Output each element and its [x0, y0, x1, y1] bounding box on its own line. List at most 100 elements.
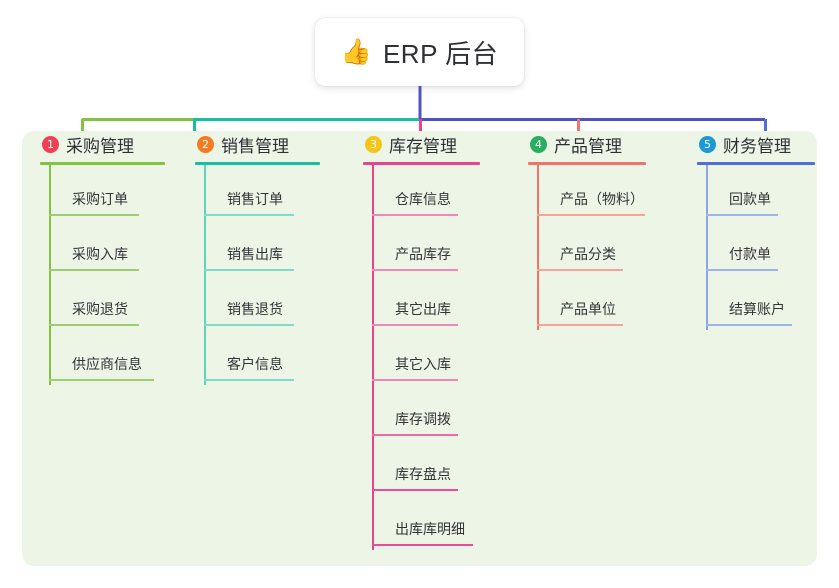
branch-header-1[interactable]: 1 采购管理 — [40, 131, 165, 157]
item-label: 采购退货 — [72, 301, 128, 317]
branch-title-1: 采购管理 — [66, 136, 134, 156]
root-node[interactable]: 👍 ERP 后台 — [315, 18, 524, 86]
item-rule — [49, 269, 139, 271]
item-rule — [372, 214, 458, 216]
list-item[interactable]: 仓库信息 — [363, 165, 488, 220]
item-label: 库存调拨 — [395, 411, 451, 427]
branch-header-5[interactable]: 5 财务管理 — [697, 131, 822, 157]
item-rule — [537, 269, 623, 271]
list-item[interactable]: 付款单 — [697, 220, 822, 275]
branch-items-4: 产品（物料） 产品分类 产品单位 — [528, 165, 658, 330]
list-item[interactable]: 销售退货 — [195, 275, 320, 330]
item-rule — [706, 269, 778, 271]
branch-column-4: 4 产品管理 产品（物料） 产品分类 产品单位 — [528, 131, 658, 330]
list-item[interactable]: 其它出库 — [363, 275, 488, 330]
item-label: 销售退货 — [227, 301, 283, 317]
thumbs-up-icon: 👍 — [340, 37, 372, 66]
item-label: 销售订单 — [227, 191, 283, 207]
list-item[interactable]: 库存调拨 — [363, 385, 488, 440]
branch-rule-1 — [40, 162, 165, 165]
list-item[interactable]: 回款单 — [697, 165, 822, 220]
branch-column-2: 2 销售管理 销售订单 销售出库 销售退货 客户信息 — [195, 131, 320, 385]
list-item[interactable]: 销售出库 — [195, 220, 320, 275]
item-rule — [537, 214, 645, 216]
branch-column-3: 3 库存管理 仓库信息 产品库存 其它出库 其它入库 — [363, 131, 488, 550]
list-item[interactable]: 产品分类 — [528, 220, 658, 275]
item-label: 销售出库 — [227, 246, 283, 262]
item-rule — [372, 269, 458, 271]
item-label: 出库库明细 — [395, 521, 465, 537]
item-label: 仓库信息 — [395, 191, 451, 207]
list-item[interactable]: 出库库明细 — [363, 495, 488, 550]
item-rule — [372, 379, 458, 381]
item-rule — [204, 379, 294, 381]
item-label: 库存盘点 — [395, 466, 451, 482]
branch-items-5: 回款单 付款单 结算账户 — [697, 165, 822, 330]
item-label: 采购订单 — [72, 191, 128, 207]
item-rule — [537, 324, 623, 326]
list-item[interactable]: 库存盘点 — [363, 440, 488, 495]
item-label: 客户信息 — [227, 356, 283, 372]
branch-column-5: 5 财务管理 回款单 付款单 结算账户 — [697, 131, 822, 330]
branch-header-3[interactable]: 3 库存管理 — [363, 131, 488, 157]
item-rule — [706, 324, 792, 326]
branch-badge-3: 3 — [365, 135, 382, 153]
branches-panel: 1 采购管理 采购订单 采购入库 采购退货 供应商信 — [22, 131, 817, 566]
item-label: 结算账户 — [729, 301, 785, 317]
list-item[interactable]: 采购入库 — [40, 220, 165, 275]
item-label: 回款单 — [729, 191, 771, 207]
branch-items-1: 采购订单 采购入库 采购退货 供应商信息 — [40, 165, 165, 385]
branch-items-3: 仓库信息 产品库存 其它出库 其它入库 库存调拨 — [363, 165, 488, 550]
root-node-label: ERP 后台 — [382, 38, 499, 69]
branch-rule-2 — [195, 162, 320, 165]
branch-header-2[interactable]: 2 销售管理 — [195, 131, 320, 157]
item-rule — [49, 214, 139, 216]
branch-badge-2: 2 — [197, 135, 214, 153]
item-label: 产品单位 — [560, 301, 616, 317]
branch-badge-1: 1 — [42, 135, 59, 153]
item-rule — [204, 214, 294, 216]
list-item[interactable]: 产品（物料） — [528, 165, 658, 220]
branch-rule-5 — [697, 162, 815, 165]
branch-spine-3 — [372, 165, 374, 550]
item-label: 付款单 — [729, 246, 771, 262]
item-rule — [372, 489, 458, 491]
branch-spine-4 — [537, 165, 539, 330]
item-rule — [372, 544, 473, 546]
branch-title-3: 库存管理 — [389, 136, 457, 156]
branch-spine-5 — [706, 165, 708, 330]
item-label: 产品（物料） — [560, 191, 644, 207]
item-label: 其它出库 — [395, 301, 451, 317]
branch-rule-3 — [363, 162, 480, 165]
item-label: 供应商信息 — [72, 356, 142, 372]
item-rule — [204, 269, 294, 271]
branch-badge-5: 5 — [699, 135, 716, 153]
branch-header-4[interactable]: 4 产品管理 — [528, 131, 658, 157]
item-rule — [372, 434, 458, 436]
branch-title-5: 财务管理 — [723, 136, 791, 156]
item-rule — [49, 379, 154, 381]
item-rule — [706, 214, 778, 216]
list-item[interactable]: 采购退货 — [40, 275, 165, 330]
list-item[interactable]: 产品库存 — [363, 220, 488, 275]
list-item[interactable]: 其它入库 — [363, 330, 488, 385]
branch-badge-4: 4 — [530, 135, 547, 153]
list-item[interactable]: 销售订单 — [195, 165, 320, 220]
list-item[interactable]: 结算账户 — [697, 275, 822, 330]
branch-title-4: 产品管理 — [554, 136, 622, 156]
item-label: 采购入库 — [72, 246, 128, 262]
list-item[interactable]: 供应商信息 — [40, 330, 165, 385]
item-rule — [49, 324, 139, 326]
branch-spine-2 — [204, 165, 206, 385]
item-rule — [204, 324, 294, 326]
list-item[interactable]: 采购订单 — [40, 165, 165, 220]
branch-items-2: 销售订单 销售出库 销售退货 客户信息 — [195, 165, 320, 385]
item-label: 产品库存 — [395, 246, 451, 262]
item-rule — [372, 324, 458, 326]
branch-rule-4 — [528, 162, 646, 165]
root-node-content: 👍 ERP 后台 — [341, 34, 498, 71]
item-label: 产品分类 — [560, 246, 616, 262]
list-item[interactable]: 客户信息 — [195, 330, 320, 385]
list-item[interactable]: 产品单位 — [528, 275, 658, 330]
